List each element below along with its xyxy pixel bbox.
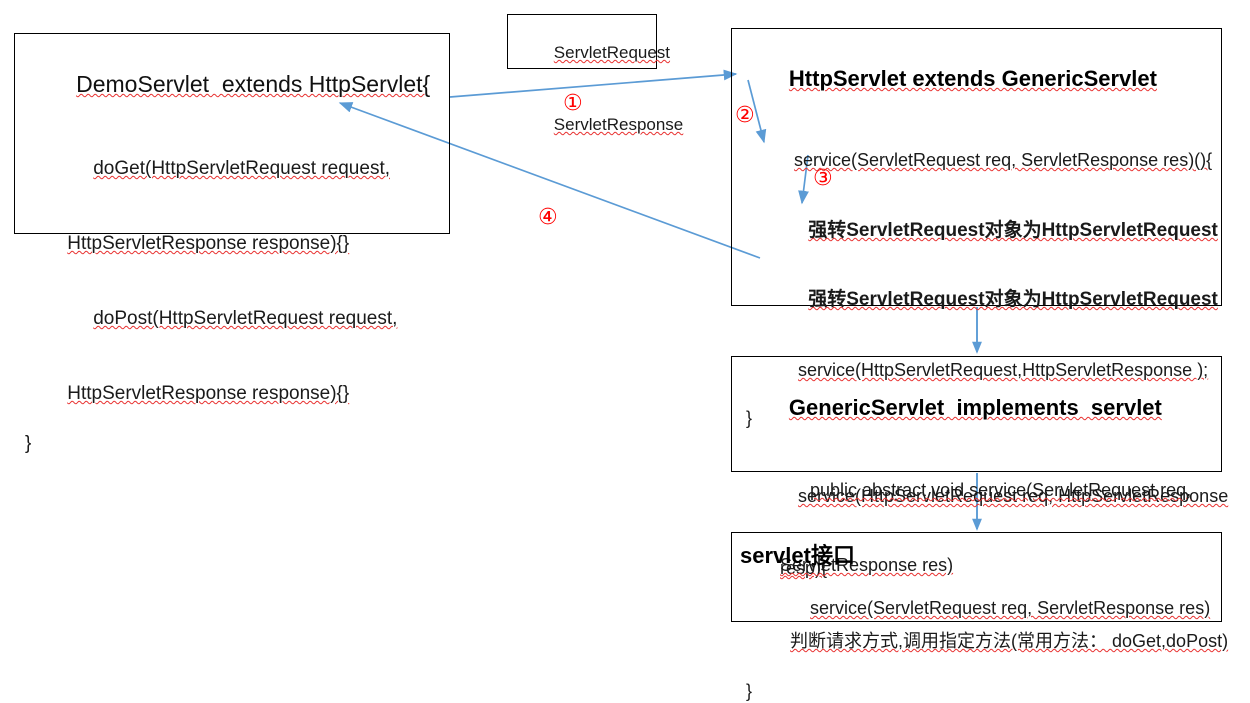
servlet-response-text: ServletResponse (553, 115, 684, 134)
http-servlet-overload-signature-text1: service(HttpServletRequest req, HttpServ… (798, 486, 1229, 506)
demo-servlet-dopost-line2: HttpServletResponse response){} (25, 356, 441, 431)
demo-servlet-box: DemoServlet extends HttpServlet{ doGet(H… (14, 33, 450, 454)
demo-servlet-dopost-text: doPost(HttpServletRequest request, (93, 308, 398, 329)
http-servlet-cast-text-1: 强转ServletRequest对象为HttpServletRequest (808, 220, 1218, 241)
step-number-1: ① (563, 91, 583, 116)
demo-servlet-close-brace: } (25, 433, 32, 454)
http-servlet-cast-text-2: 强转ServletRequest对象为HttpServletRequest (808, 289, 1218, 310)
servlet-params-box: ServletRequest ServletResponse (507, 14, 683, 134)
demo-servlet-title: DemoServlet extends HttpServlet{ (25, 38, 441, 131)
servlet-interface-service-line: service(ServletRequest req, ServletRespo… (740, 571, 1215, 646)
demo-servlet-doget-text2: HttpServletResponse response){} (67, 233, 350, 254)
demo-servlet-title-text: DemoServlet extends HttpServlet{ (76, 71, 431, 97)
generic-servlet-box: GenericServlet implements servlet public… (731, 356, 1222, 575)
http-servlet-cast-line-1: 强转ServletRequest对象为HttpServletRequest (740, 196, 1218, 265)
servlet-request-text: ServletRequest (553, 43, 671, 62)
servlet-interface-service-text: service(ServletRequest req, ServletRespo… (810, 598, 1211, 618)
http-servlet-inner-service-call-text: service(HttpServletRequest,HttpServletRe… (798, 360, 1209, 380)
servlet-response-line: ServletResponse (516, 89, 683, 161)
demo-servlet-doget-line2: HttpServletResponse response){} (25, 206, 441, 281)
demo-servlet-dopost-line1: doPost(HttpServletRequest request, (25, 281, 441, 356)
http-servlet-title: HttpServlet extends GenericServlet (740, 34, 1215, 124)
diagram-canvas: ① ② ③ ④ DemoServlet extends HttpServlet{… (14, 14, 1228, 701)
http-servlet-cast-line-2: 强转ServletRequest对象为HttpServletRequest (740, 265, 1218, 334)
generic-servlet-title-text: GenericServlet implements servlet (788, 395, 1162, 420)
generic-servlet-abstract-service-text2: ServletResponse res) (780, 555, 954, 575)
http-servlet-title-text: HttpServlet extends GenericServlet (788, 66, 1157, 91)
http-servlet-inner-service-call: service(HttpServletRequest,HttpServletRe… (740, 334, 1215, 406)
step-number-2: ② (735, 103, 755, 128)
servlet-interface-title: servlet接口 (740, 543, 855, 568)
demo-servlet-doget-text: doGet(HttpServletRequest request, (93, 158, 390, 179)
demo-servlet-doget-line1: doGet(HttpServletRequest request, (25, 131, 441, 206)
generic-servlet-title: GenericServlet implements servlet (740, 363, 1215, 453)
http-servlet-service-signature: service(ServletRequest req, ServletRespo… (740, 124, 1215, 196)
http-servlet-overload-signature-text2: resp){ (780, 558, 828, 578)
http-servlet-box: HttpServlet extends GenericServlet servi… (731, 28, 1228, 701)
servlet-interface-box: servlet接口 service(ServletRequest req, Se… (731, 532, 1222, 622)
step-number-4: ④ (538, 205, 558, 230)
generic-servlet-abstract-service-line1: public abstract void service(ServletRequ… (740, 453, 1215, 528)
http-servlet-close-brace-2: } (746, 681, 753, 701)
http-servlet-overload-signature-line1: service(HttpServletRequest req, HttpServ… (740, 460, 1228, 532)
demo-servlet-dopost-text2: HttpServletResponse response){} (67, 383, 350, 404)
http-servlet-close-brace-1: } (746, 408, 753, 428)
servlet-request-line: ServletRequest (516, 17, 670, 89)
step-number-3: ③ (813, 166, 833, 191)
generic-servlet-abstract-service-text1: public abstract void service(ServletRequ… (810, 480, 1192, 500)
http-servlet-overload-signature-line2: resp){ (740, 532, 1215, 604)
http-servlet-service-signature-text: service(ServletRequest req, ServletRespo… (794, 150, 1213, 170)
generic-servlet-abstract-service-line2: ServletResponse res) (740, 528, 1215, 603)
